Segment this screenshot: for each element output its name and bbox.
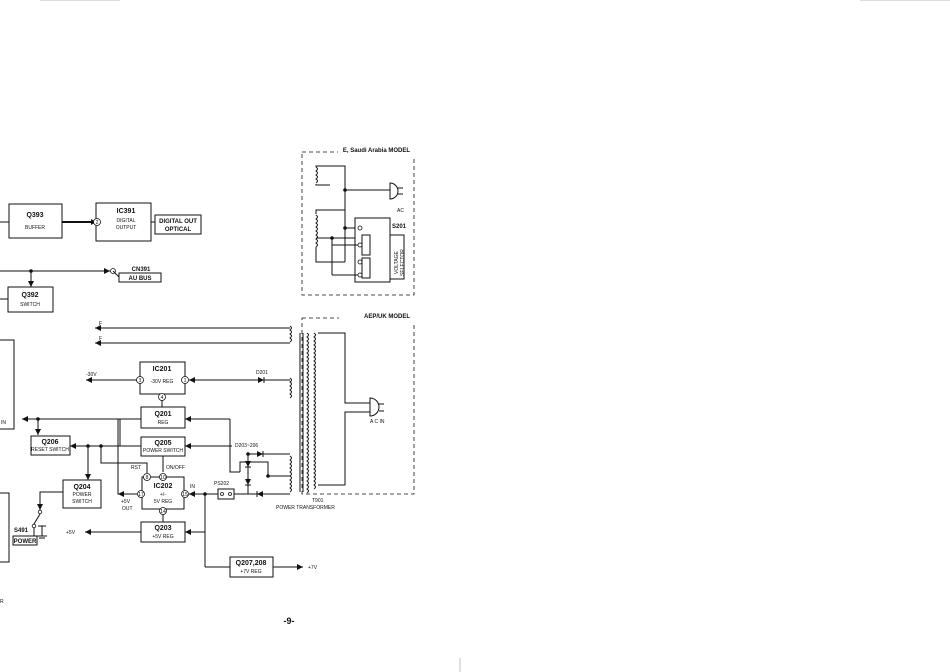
svg-text:R: R (0, 599, 4, 605)
digital-output-section: Q393 BUFFER 2 IC391 DIGITAL OUTPUT DIGIT… (0, 202, 202, 242)
q204-section: Q204 POWER SWITCH S491 POWER (12, 446, 102, 546)
svg-text:ON/OFF: ON/OFF (166, 465, 185, 471)
q393-label: Q393 (26, 212, 43, 219)
svg-text:17: 17 (138, 492, 144, 498)
q204-box (62, 479, 102, 509)
digital-out-optical-box (154, 214, 202, 235)
svg-text:IC202: IC202 (154, 483, 173, 490)
svg-text:+7V REG: +7V REG (240, 569, 261, 575)
svg-text:D203~206: D203~206 (235, 443, 258, 449)
svg-text:OUTPUT: OUTPUT (116, 225, 137, 231)
svg-text:+/-: +/- (160, 492, 166, 498)
svg-text:+5V REG: +5V REG (152, 534, 173, 540)
svg-text:5V REG: 5V REG (154, 499, 172, 505)
svg-text:IN: IN (190, 484, 195, 490)
svg-text:T901: T901 (312, 498, 324, 504)
minus-30v-label: -30V (86, 372, 97, 378)
svg-text:POWER: POWER (14, 539, 37, 545)
svg-text:POWER SWITCH: POWER SWITCH (143, 448, 183, 454)
svg-text:SWITCH: SWITCH (20, 302, 40, 308)
svg-text:+5V: +5V (121, 499, 131, 505)
q392-box (7, 286, 54, 313)
q205-q206-section: Q206 RESET SWITCH Q205 POWER SWITCH ON/O… (30, 419, 232, 473)
svg-text:14: 14 (160, 509, 166, 515)
svg-text:AC: AC (397, 208, 404, 214)
aep-uk-model-box: AEP/UK MODEL A C IN (301, 312, 416, 495)
svg-text:OPTICAL: OPTICAL (165, 227, 192, 233)
svg-text:A C IN: A C IN (370, 419, 385, 425)
ic202-box (141, 476, 185, 510)
svg-text:2: 2 (96, 220, 99, 226)
voltage-selector-label-box (389, 234, 405, 280)
ic391-box (95, 202, 152, 242)
svg-text:S201: S201 (392, 224, 407, 230)
svg-text:AU BUS: AU BUS (128, 276, 151, 282)
svg-text:PS202: PS202 (214, 481, 229, 487)
svg-text:VOLTAGE: VOLTAGE (394, 250, 400, 274)
power-switch-label-box (12, 535, 38, 546)
svg-text:3: 3 (139, 378, 142, 384)
q203-section: Q203 +5V REG +5V (66, 494, 206, 567)
svg-text:DIGITAL: DIGITAL (116, 218, 135, 224)
ic391-label: IC391 (117, 208, 136, 215)
svg-text:POWER: POWER (73, 492, 92, 498)
svg-text:SWITCH: SWITCH (72, 499, 92, 505)
svg-text:Q203: Q203 (154, 525, 171, 532)
au-bus-section: CN391 AU BUS Q392 SWITCH (0, 267, 162, 313)
svg-text:F: F (99, 321, 102, 327)
svg-text:Q201: Q201 (154, 411, 171, 418)
svg-text:E, Saudi Arabia MODEL: E, Saudi Arabia MODEL (343, 148, 410, 154)
svg-text:IC201: IC201 (153, 366, 172, 373)
left-edge-blocks: IN R (0, 339, 15, 605)
svg-text:IN: IN (1, 420, 6, 426)
saudi-model-box: E, Saudi Arabia MODEL AC S201 VOLTAGE SE… (301, 146, 416, 296)
svg-text:4: 4 (161, 395, 164, 401)
svg-text:POWER TRANSFORMER: POWER TRANSFORMER (276, 505, 335, 511)
svg-text:10: 10 (160, 475, 166, 481)
svg-text:D201: D201 (256, 370, 268, 376)
svg-text:RESET SWITCH: RESET SWITCH (31, 447, 69, 453)
svg-text:Q204: Q204 (73, 484, 90, 491)
power-transformer: T901 POWER TRANSFORMER (276, 332, 335, 511)
svg-text:Q206: Q206 (41, 439, 58, 446)
q207-section: Q207,208 +7V REG +7V (205, 556, 318, 578)
svg-text:+7V: +7V (308, 565, 318, 571)
svg-text:S491: S491 (14, 528, 29, 534)
svg-text:DIGITAL OUT: DIGITAL OUT (159, 219, 197, 225)
svg-text:RST: RST (131, 465, 141, 471)
q393-sub: BUFFER (25, 225, 45, 231)
svg-text:+5V: +5V (66, 530, 76, 536)
svg-text:AEP/UK MODEL: AEP/UK MODEL (364, 314, 410, 320)
svg-text:15: 15 (182, 492, 188, 498)
ic201-section: -30V 3 1 IC201 -30V REG 4 D201 (86, 361, 292, 407)
filament-lines: F F (95, 321, 292, 346)
svg-text:SELECTOR: SELECTOR (400, 249, 406, 276)
svg-text:Q392: Q392 (21, 292, 38, 299)
svg-text:-30V REG: -30V REG (151, 379, 174, 385)
ic201-box (139, 361, 186, 395)
svg-text:1: 1 (184, 378, 187, 384)
rectifier-section: D203~206 PS202 (214, 443, 292, 500)
page-number: -9- (284, 616, 295, 626)
svg-text:F: F (99, 336, 102, 342)
svg-text:OUT: OUT (122, 506, 133, 512)
cn391-label: CN391 (132, 267, 151, 273)
svg-text:Q207,208: Q207,208 (236, 560, 267, 567)
q201-box (140, 406, 186, 429)
q201-section: Q201 REG (22, 406, 240, 473)
q393-box (8, 203, 63, 239)
ic202-section: 8 10 17 15 14 IC202 +/- 5V REG +5V OUT I… (117, 419, 218, 522)
au-bus-box (118, 272, 162, 283)
svg-text:Q205: Q205 (154, 440, 171, 447)
svg-text:REG: REG (158, 420, 169, 426)
svg-text:8: 8 (146, 475, 149, 481)
